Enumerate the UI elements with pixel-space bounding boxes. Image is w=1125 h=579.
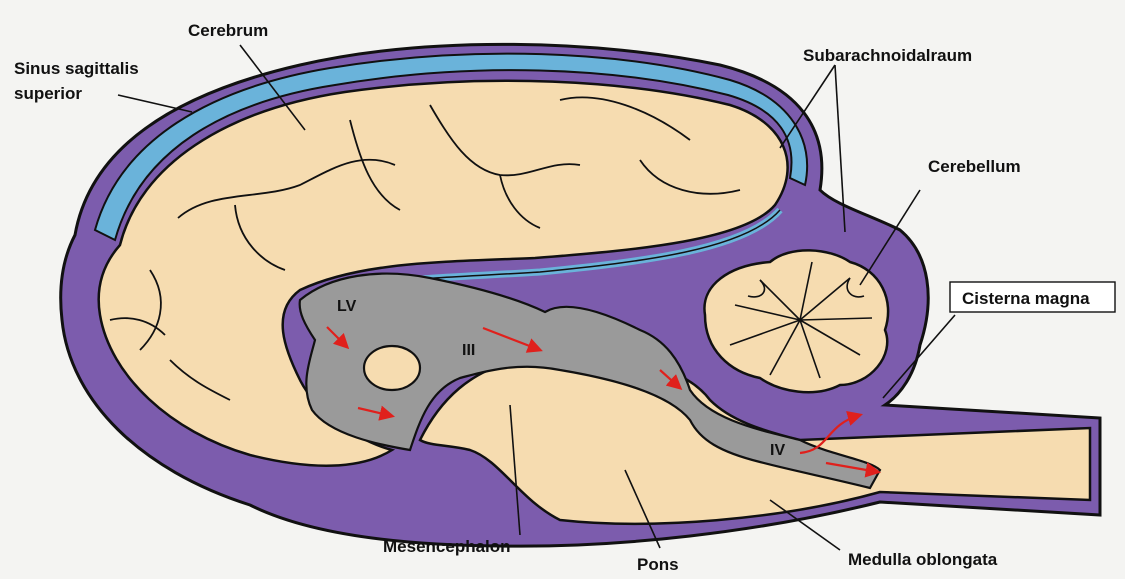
label-medulla: Medulla oblongata [848, 550, 998, 569]
leader-sinus [118, 95, 192, 112]
label-fourth-ventricle: IV [770, 442, 785, 459]
label-cerebrum: Cerebrum [188, 21, 268, 40]
label-mesencephalon: Mesencephalon [383, 537, 511, 556]
label-third-ventricle: III [462, 342, 475, 359]
label-cerebellum: Cerebellum [928, 157, 1021, 176]
label-pons: Pons [637, 555, 679, 574]
label-subarachnoid: Subarachnoidalraum [803, 46, 972, 65]
label-sinus-line2: superior [14, 84, 82, 103]
interthalamic-adhesion [364, 346, 420, 390]
label-cisterna: Cisterna magna [962, 289, 1090, 308]
label-sinus-line1: Sinus sagittalis [14, 59, 139, 78]
label-lateral-ventricle: LV [337, 298, 357, 315]
